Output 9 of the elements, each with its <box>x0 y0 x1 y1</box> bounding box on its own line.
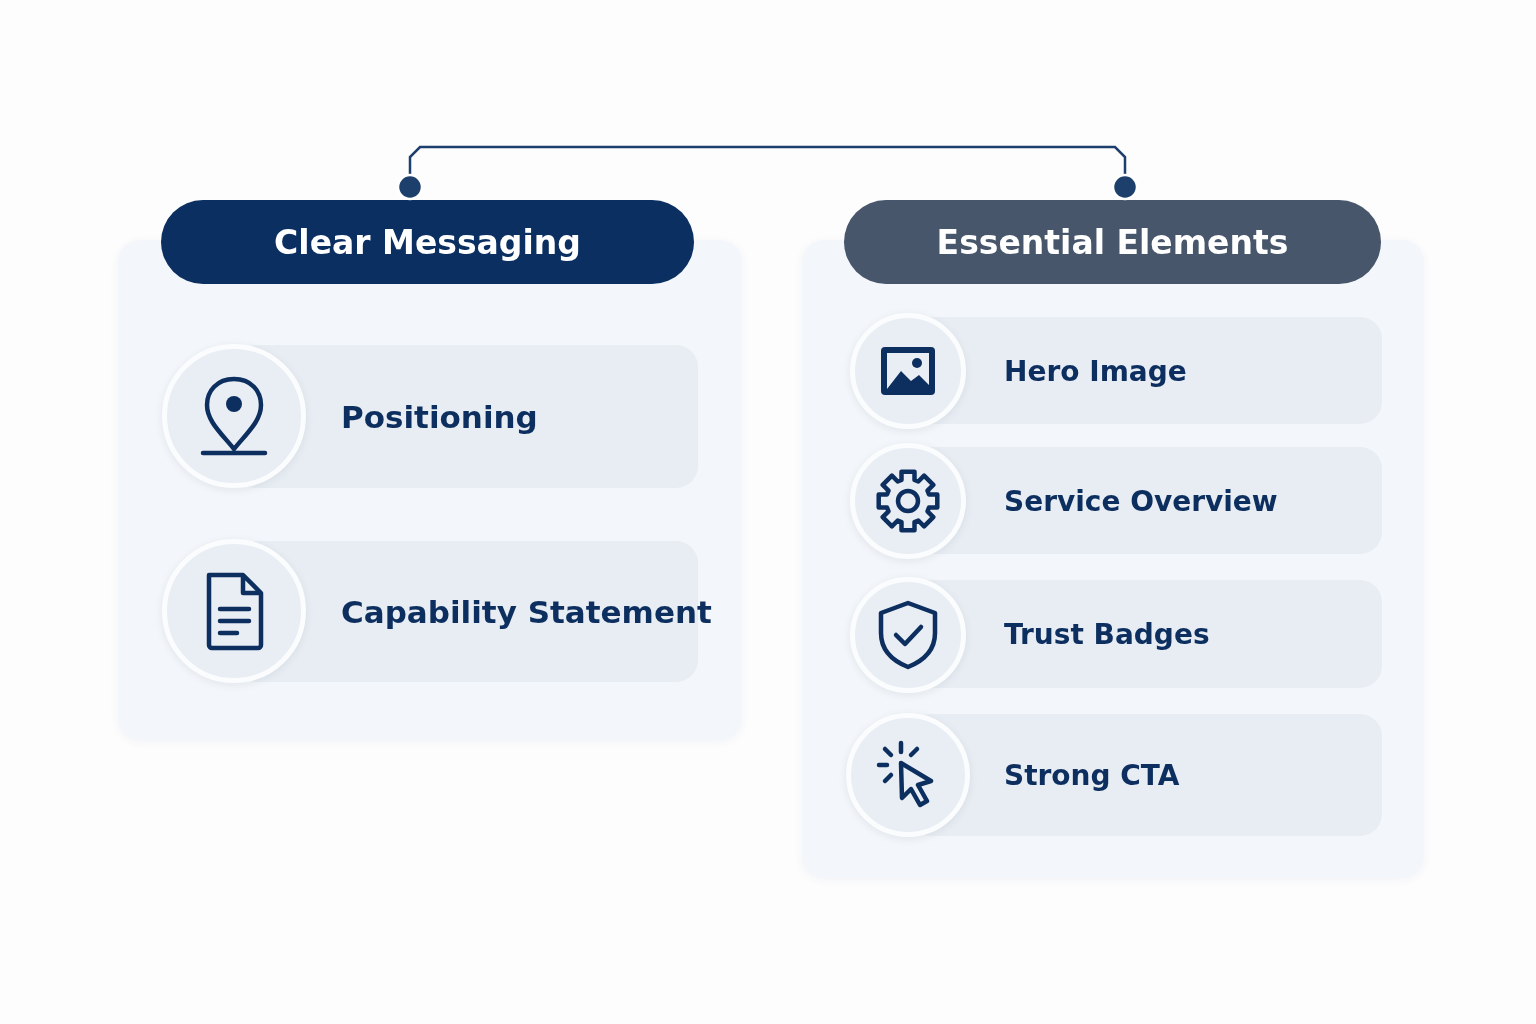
item-label: Positioning <box>341 398 538 435</box>
header-pill: Essential Elements <box>844 200 1381 284</box>
item-label: Hero Image <box>1004 354 1187 387</box>
header-pill: Clear Messaging <box>161 200 694 284</box>
connector-line <box>396 145 1139 201</box>
item-label: Capability Statement <box>341 593 712 630</box>
item-label: Strong CTA <box>1004 758 1180 792</box>
item-label: Service Overview <box>1004 484 1278 517</box>
item-label: Trust Badges <box>1004 617 1210 651</box>
